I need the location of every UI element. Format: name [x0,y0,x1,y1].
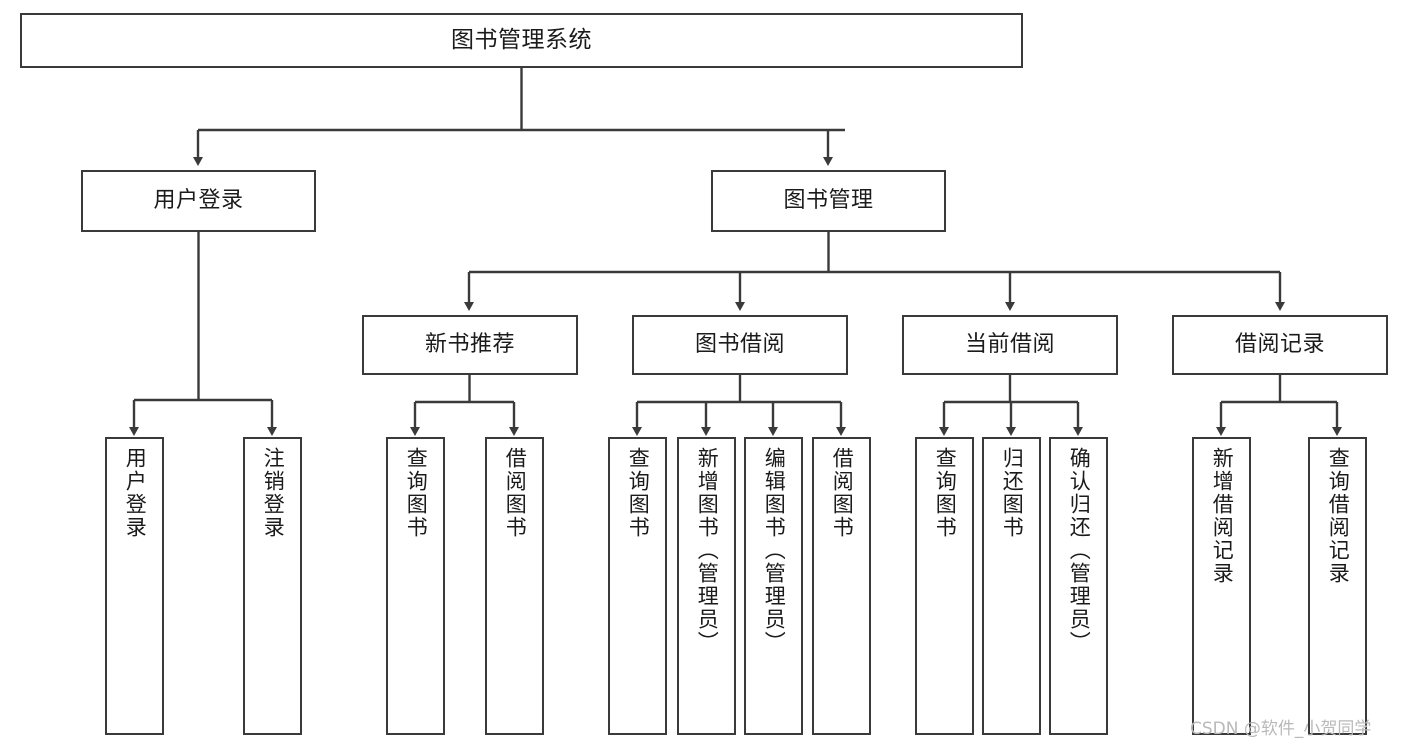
node-leaf-user-login[interactable]: 用户登录 [105,437,164,735]
node-leaf-query-record-label: 查询借阅记录 [1326,447,1351,585]
node-leaf-return-book[interactable]: 归还图书 [982,437,1041,735]
node-leaf-query-book-3[interactable]: 查询图书 [915,437,974,735]
node-leaf-edit-book[interactable]: 编辑图书（管理员） [744,437,803,735]
node-leaf-query-book-2[interactable]: 查询图书 [608,437,667,735]
node-root-label: 图书管理系统 [451,26,592,53]
node-leaf-borrow-book-2-label: 借阅图书 [830,447,855,539]
node-user-login[interactable]: 用户登录 [81,170,316,232]
node-leaf-add-record-label: 新增借阅记录 [1210,447,1235,585]
node-leaf-confirm-return[interactable]: 确认归还（管理员） [1049,437,1108,735]
node-borrow-record-label: 借阅记录 [1234,332,1325,358]
node-leaf-query-book-1-label: 查询图书 [404,447,429,539]
node-current-borrow-label: 当前借阅 [964,332,1055,358]
node-root[interactable]: 图书管理系统 [20,13,1023,68]
node-leaf-logout-label: 注销登录 [261,447,286,539]
node-leaf-borrow-book-2[interactable]: 借阅图书 [812,437,871,735]
node-borrow-record[interactable]: 借阅记录 [1172,315,1388,375]
node-leaf-query-book-2-label: 查询图书 [626,447,651,539]
node-leaf-user-login-label: 用户登录 [123,447,148,539]
node-leaf-confirm-return-label: 确认归还（管理员） [1067,447,1092,654]
node-leaf-edit-book-label: 编辑图书（管理员） [762,447,787,654]
node-current-borrow[interactable]: 当前借阅 [902,315,1118,375]
node-leaf-query-book-3-label: 查询图书 [933,447,958,539]
node-book-manage[interactable]: 图书管理 [711,170,946,232]
node-new-book-rec[interactable]: 新书推荐 [362,315,578,375]
node-book-borrow-label: 图书借阅 [694,332,785,358]
node-leaf-query-book-1[interactable]: 查询图书 [386,437,445,735]
node-leaf-add-record[interactable]: 新增借阅记录 [1192,437,1251,735]
node-leaf-logout[interactable]: 注销登录 [243,437,302,735]
watermark-text: CSDN @软件_小贺同学 [1190,719,1372,739]
node-leaf-query-record[interactable]: 查询借阅记录 [1308,437,1367,735]
node-book-borrow[interactable]: 图书借阅 [632,315,848,375]
node-leaf-add-book-label: 新增图书（管理员） [695,447,720,654]
node-leaf-return-book-label: 归还图书 [1000,447,1025,539]
node-leaf-borrow-book-1-label: 借阅图书 [503,447,528,539]
node-user-login-label: 用户登录 [153,188,244,214]
node-new-book-rec-label: 新书推荐 [424,332,515,358]
node-leaf-borrow-book-1[interactable]: 借阅图书 [485,437,544,735]
node-book-manage-label: 图书管理 [783,188,874,214]
node-leaf-add-book[interactable]: 新增图书（管理员） [677,437,736,735]
